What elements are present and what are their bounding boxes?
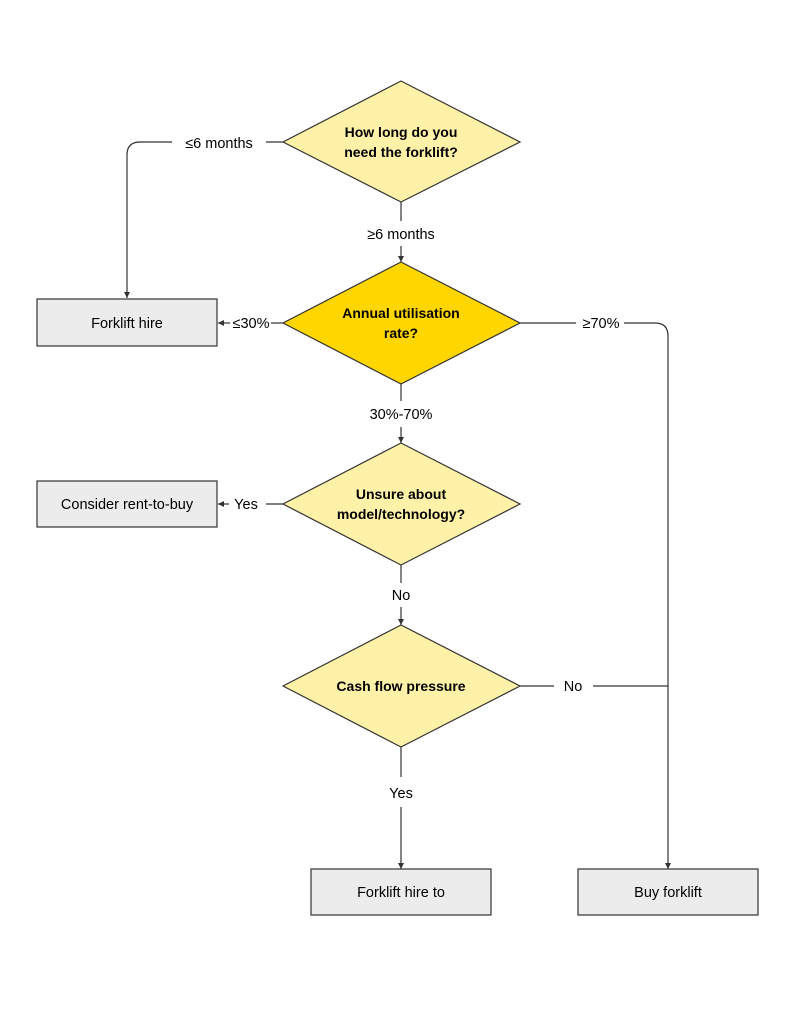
decision-duration[interactable]: How long do you need the forklift? — [281, 80, 522, 203]
edge-label-le-30: ≤30% — [233, 316, 270, 332]
decision-utilisation-line2: rate? — [384, 325, 418, 341]
decision-cashflow-line1: Cash flow pressure — [336, 678, 465, 694]
edge-label-cash-yes: Yes — [389, 786, 413, 802]
edge-label-ge-6-months: ≥6 months — [367, 227, 435, 243]
decision-utilisation[interactable]: Annual utilisation rate? — [281, 261, 522, 385]
edge-label-cash-no: No — [564, 679, 583, 695]
result-forklift-hire-label: Forklift hire — [91, 316, 163, 332]
edge-label-unsure-yes: Yes — [234, 497, 258, 513]
edge-label-unsure-no: No — [392, 588, 411, 604]
result-forklift-hire-to-label: Forklift hire to — [357, 885, 445, 901]
edge-label-le-6-months: ≤6 months — [185, 136, 253, 152]
result-rent-to-buy-label: Consider rent-to-buy — [61, 497, 194, 513]
decision-unsure[interactable]: Unsure about model/technology? — [281, 442, 522, 566]
decision-unsure-line2: model/technology? — [337, 506, 465, 522]
result-rent-to-buy[interactable]: Consider rent-to-buy — [36, 480, 218, 528]
decision-utilisation-line1: Annual utilisation — [342, 305, 459, 321]
decision-cashflow[interactable]: Cash flow pressure — [281, 624, 522, 748]
edge-label-30-70: 30%-70% — [370, 407, 433, 423]
decision-duration-line1: How long do you — [345, 124, 458, 140]
connectors — [124, 141, 671, 869]
edge-util-high-curve — [624, 322, 671, 869]
result-forklift-hire-to[interactable]: Forklift hire to — [310, 868, 492, 916]
result-forklift-hire[interactable]: Forklift hire — [36, 298, 218, 347]
edge-duration-short-curve — [124, 141, 172, 298]
edge-label-ge-70: ≥70% — [583, 316, 620, 332]
decision-duration-line2: need the forklift? — [344, 144, 458, 160]
result-buy-forklift[interactable]: Buy forklift — [577, 868, 759, 916]
decision-unsure-line1: Unsure about — [356, 486, 447, 502]
result-buy-forklift-label: Buy forklift — [634, 885, 702, 901]
